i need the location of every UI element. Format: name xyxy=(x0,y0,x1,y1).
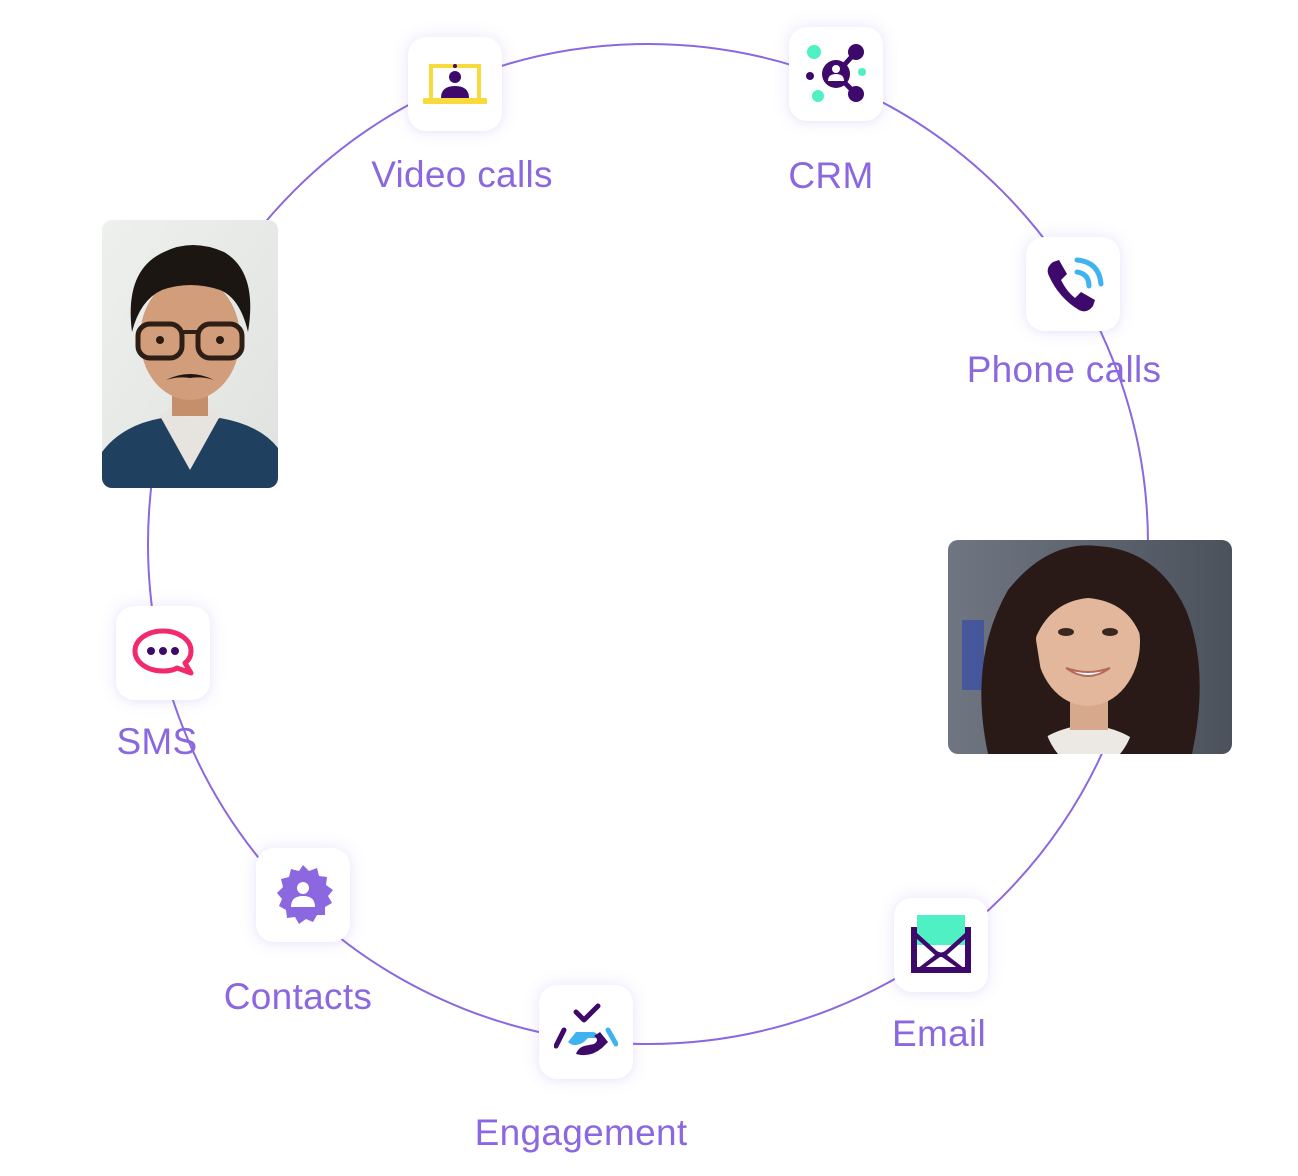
phone-signal-icon xyxy=(1047,257,1104,312)
laptop-user-icon xyxy=(423,64,487,104)
envelope-icon xyxy=(911,915,971,973)
handshake-check-icon xyxy=(554,1003,618,1056)
phone-calls-tile[interactable] xyxy=(1026,237,1120,331)
sms-label: SMS xyxy=(116,721,198,762)
network-user-icon xyxy=(806,44,866,102)
sms-tile[interactable] xyxy=(116,606,210,700)
contacts-tile[interactable] xyxy=(256,848,350,942)
video-calls-tile[interactable] xyxy=(408,37,502,131)
engagement-label: Engagement xyxy=(474,1112,688,1153)
crm-tile[interactable] xyxy=(789,27,883,121)
contacts-label: Contacts xyxy=(223,976,373,1017)
photo-man xyxy=(102,220,278,488)
phone-calls-label: Phone calls xyxy=(966,349,1162,390)
crm-label: CRM xyxy=(788,155,874,196)
chat-bubble-icon xyxy=(132,628,194,676)
email-tile[interactable] xyxy=(894,898,988,992)
video-calls-label: Video calls xyxy=(371,154,553,195)
photo-woman xyxy=(948,540,1232,754)
engagement-tile[interactable] xyxy=(539,985,633,1079)
email-label: Email xyxy=(891,1013,987,1054)
badge-user-icon xyxy=(277,865,333,924)
